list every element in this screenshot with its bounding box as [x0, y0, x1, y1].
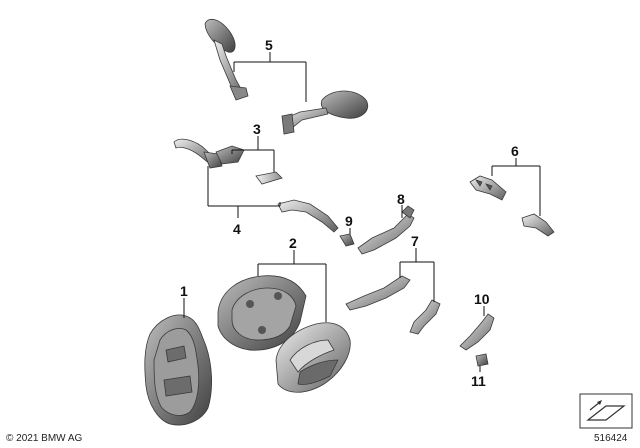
clutch-lever-part — [173, 138, 223, 169]
lever-cover-part — [255, 171, 283, 185]
engine-cover-part — [144, 314, 212, 426]
callout-11: 11 — [471, 373, 486, 389]
callout-9: 9 — [345, 213, 353, 229]
callout-6: 6 — [511, 143, 519, 159]
footrest-lower-part — [521, 213, 555, 237]
bracket-8-part — [357, 205, 415, 255]
lever-10-part — [459, 313, 495, 351]
callout-8: 8 — [397, 191, 405, 207]
callout-1: 1 — [180, 283, 188, 299]
footrest-upper-part — [469, 175, 507, 201]
screw-11-part — [475, 353, 489, 367]
mirror-left-part — [204, 18, 249, 101]
callout-4: 4 — [233, 221, 241, 237]
callout-10: 10 — [474, 291, 490, 307]
leader-lines — [183, 52, 541, 372]
cylinder-cover-inner-part — [217, 275, 307, 351]
copyright-text: © 2021 BMW AG — [6, 433, 83, 444]
diagram-number: 516424 — [594, 433, 628, 444]
view-direction-icon — [579, 393, 633, 429]
screw-9-part — [339, 233, 355, 247]
cylinder-cover-outer-part — [275, 322, 351, 393]
callout-7: 7 — [411, 233, 419, 249]
callout-2: 2 — [289, 235, 297, 251]
mirror-right-part — [281, 90, 369, 135]
lever-7-lower-part — [409, 299, 441, 335]
bracket-7-upper-part — [345, 275, 411, 311]
brake-lever-part — [277, 199, 339, 233]
callout-5: 5 — [265, 37, 273, 53]
callout-3: 3 — [253, 121, 261, 137]
